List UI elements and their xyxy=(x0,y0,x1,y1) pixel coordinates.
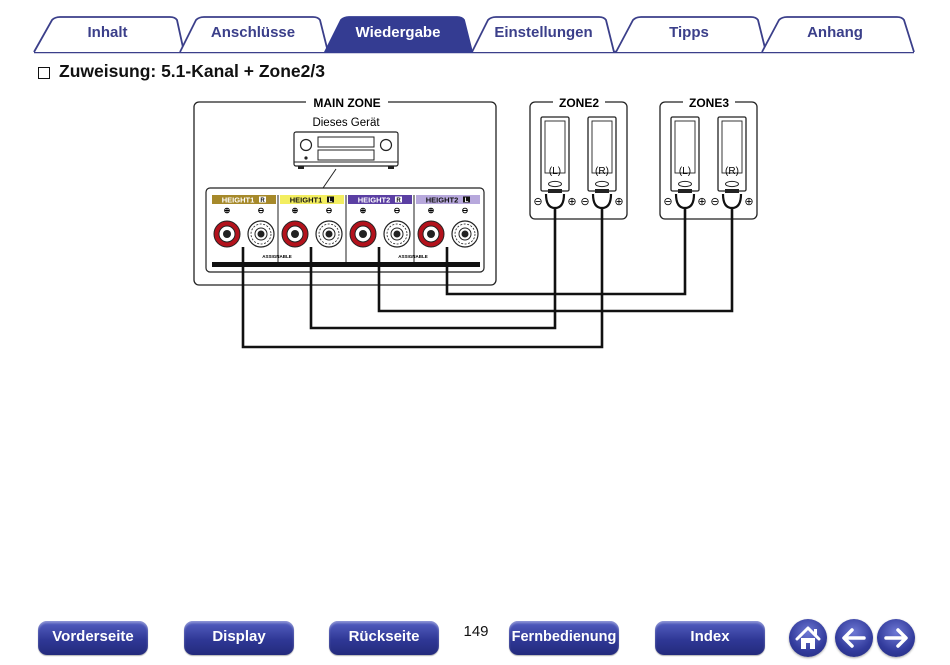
checkbox-square-icon xyxy=(38,66,50,79)
arrow-right-icon xyxy=(884,628,908,648)
zone3-speaker-left: (L) ⊖ ⊕ xyxy=(663,116,707,208)
svg-text:⊖: ⊖ xyxy=(258,206,265,215)
tab-anhang[interactable]: Anhang xyxy=(807,24,863,41)
tab-inhalt[interactable]: Inhalt xyxy=(87,24,128,41)
assignable-label-2: ASSIGNABLE xyxy=(398,254,428,259)
device-label: Dieses Gerät xyxy=(312,117,380,129)
arrow-left-icon xyxy=(842,628,866,648)
height1-l-label-bg xyxy=(280,195,344,204)
home-icon xyxy=(795,626,821,649)
tab-einstellungen[interactable]: Einstellungen xyxy=(494,24,593,41)
vorderseite-button[interactable]: Vorderseite xyxy=(38,621,148,655)
section-title-text: Zuweisung: 5.1-Kanal + Zone2/3 xyxy=(59,61,325,81)
forward-button[interactable] xyxy=(877,619,915,657)
index-button[interactable]: Index xyxy=(655,621,765,655)
height1-l-label: HEIGHT1 xyxy=(290,196,323,205)
binding-posts xyxy=(213,220,479,248)
height2-r-label-bg xyxy=(348,195,412,204)
svg-text:⊕: ⊕ xyxy=(360,206,367,215)
speaker-terminal-panel: HEIGHT1 HEIGHT1 HEIGHT2 HEIGHT2 R L R L … xyxy=(205,187,485,273)
height1-r-channel: R xyxy=(260,198,265,204)
height2-l-label-bg xyxy=(416,195,480,204)
svg-text:⊕: ⊕ xyxy=(428,206,435,215)
section-title: Zuweisung: 5.1-Kanal + Zone2/3 xyxy=(38,61,325,82)
svg-text:⊖: ⊖ xyxy=(533,196,542,208)
receiver-icon xyxy=(293,131,399,169)
main-zone-label: MAIN ZONE xyxy=(313,96,380,110)
svg-text:⊕: ⊕ xyxy=(292,206,299,215)
tab-anschluesse[interactable]: Anschlüsse xyxy=(210,24,296,41)
fernbedienung-button[interactable]: Fernbedienung xyxy=(509,621,619,655)
svg-text:⊕: ⊕ xyxy=(224,206,231,215)
svg-text:(L): (L) xyxy=(679,166,691,177)
zone2-label: ZONE2 xyxy=(559,96,599,110)
zone2-speaker-left: (L) ⊖ ⊕ xyxy=(533,116,577,208)
page-number: 149 xyxy=(463,623,489,640)
svg-text:⊕: ⊕ xyxy=(744,196,753,208)
rueckseite-button[interactable]: Rückseite xyxy=(329,621,439,655)
svg-text:⊖: ⊖ xyxy=(580,196,589,208)
display-button[interactable]: Display xyxy=(184,621,294,655)
svg-text:⊖: ⊖ xyxy=(710,196,719,208)
nav-tabs: Inhalt Anschlüsse Wiedergabe Einstellung… xyxy=(0,0,950,60)
svg-text:(L): (L) xyxy=(549,166,561,177)
tab-tipps[interactable]: Tipps xyxy=(669,24,709,41)
back-button[interactable] xyxy=(835,619,873,657)
height1-l-channel: L xyxy=(329,198,333,204)
zone3-label: ZONE3 xyxy=(689,96,729,110)
height1-r-label-bg xyxy=(212,195,276,204)
svg-text:⊖: ⊖ xyxy=(663,196,672,208)
zone2-speaker-right: (R) ⊖ ⊕ xyxy=(580,116,624,208)
main-zone-label-bg xyxy=(306,95,388,109)
height2-l-label: HEIGHT2 xyxy=(426,196,459,205)
svg-text:(R): (R) xyxy=(595,166,609,177)
svg-text:⊖: ⊖ xyxy=(326,206,333,215)
height2-r-label: HEIGHT2 xyxy=(358,196,391,205)
height1-r-label: HEIGHT1 xyxy=(222,196,255,205)
svg-text:(R): (R) xyxy=(725,166,739,177)
svg-text:⊕: ⊕ xyxy=(567,196,576,208)
assignable-label-1: ASSIGNABLE xyxy=(262,254,292,259)
svg-text:⊖: ⊖ xyxy=(394,206,401,215)
height2-r-channel: R xyxy=(396,198,401,204)
speaker-cables xyxy=(241,208,734,349)
svg-text:⊕: ⊕ xyxy=(614,196,623,208)
svg-text:⊖: ⊖ xyxy=(462,206,469,215)
tab-shapes xyxy=(33,16,915,54)
home-button[interactable] xyxy=(789,619,827,657)
zone3-speaker-right: (R) ⊖ ⊕ xyxy=(710,116,754,208)
height2-l-channel: L xyxy=(465,198,469,204)
tab-wiedergabe[interactable]: Wiedergabe xyxy=(355,24,441,41)
svg-text:⊕: ⊕ xyxy=(697,196,706,208)
